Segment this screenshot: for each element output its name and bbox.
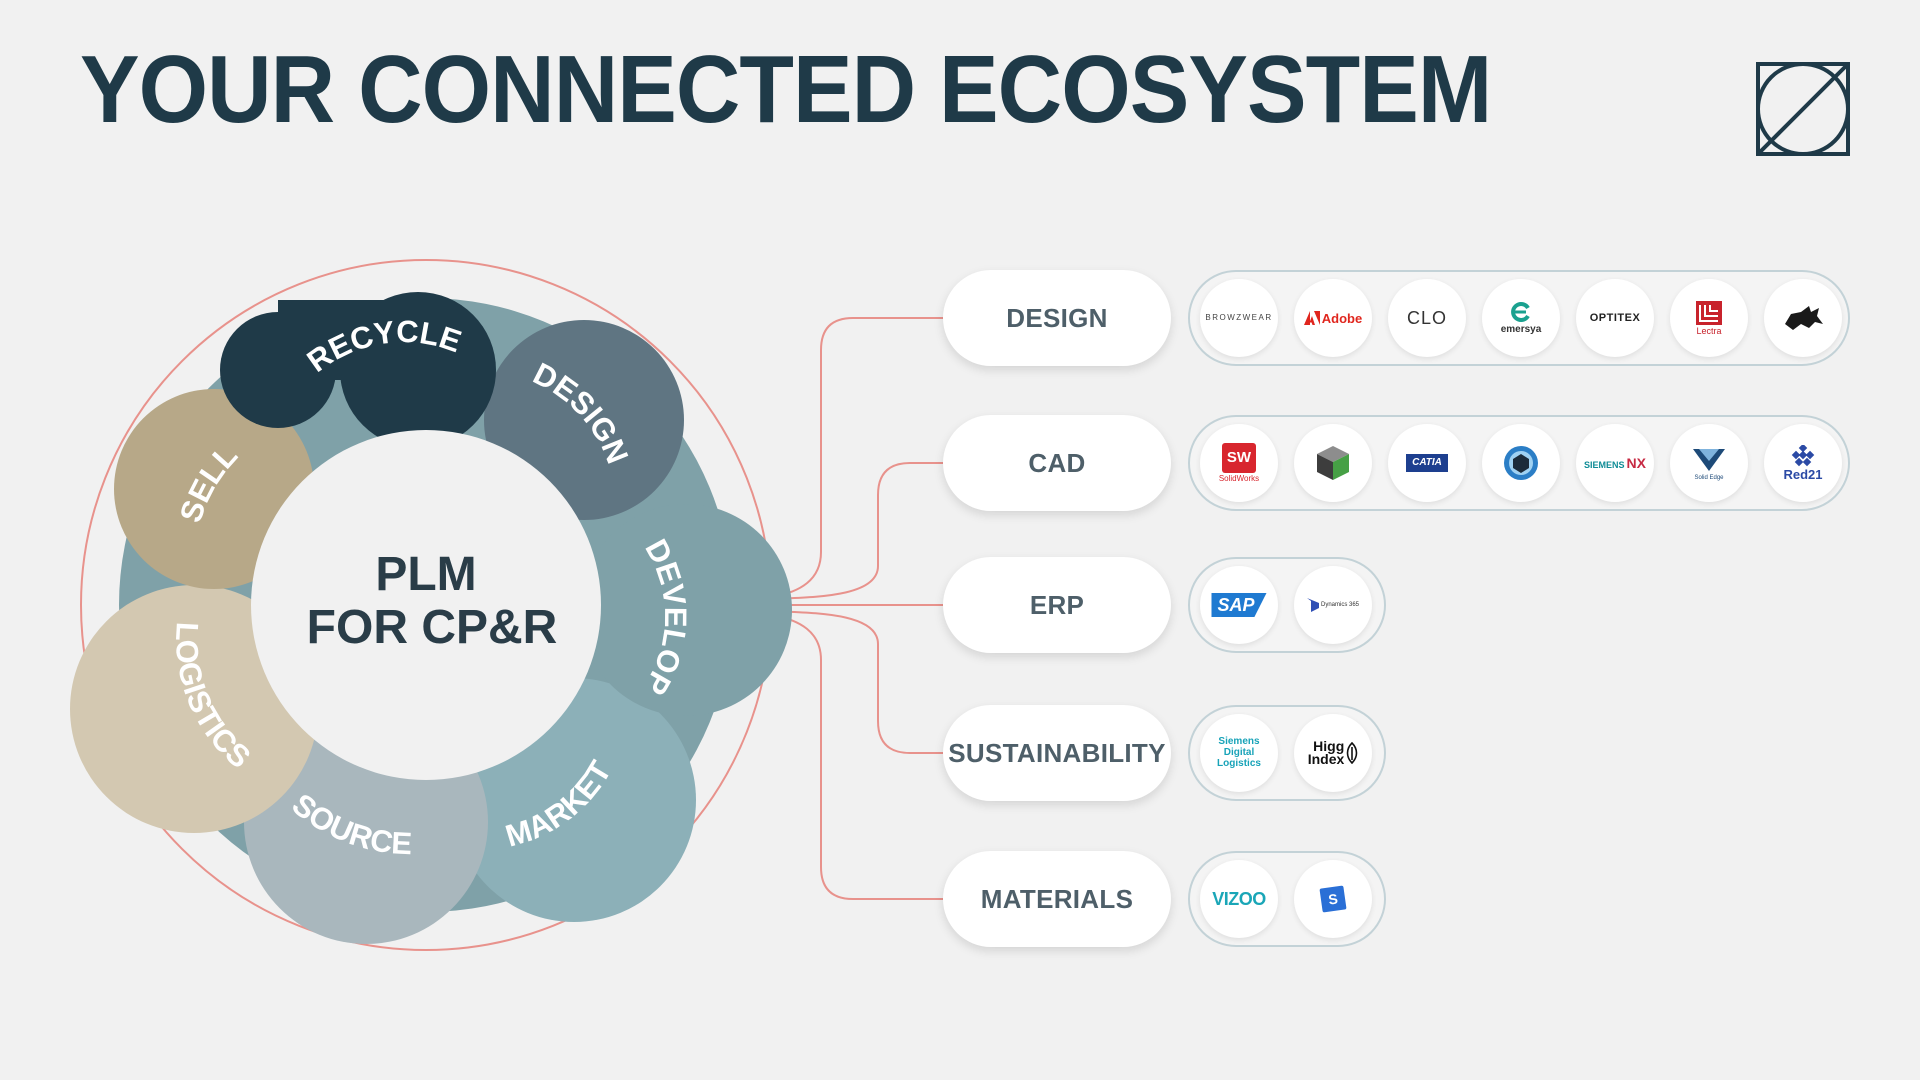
clo-logo-text: CLO bbox=[1406, 308, 1447, 328]
red21-logo[interactable]: Red21 bbox=[1764, 424, 1842, 502]
wheel-hub bbox=[251, 430, 601, 780]
segment-logistics bbox=[70, 585, 318, 833]
category-design[interactable]: DESIGN bbox=[943, 270, 1171, 366]
connector-sustainability bbox=[771, 610, 943, 754]
optitex-logo[interactable]: OPTITEX bbox=[1576, 279, 1654, 357]
lifecycle-wheel bbox=[70, 292, 792, 944]
red21-icon bbox=[1791, 445, 1815, 467]
connector-design bbox=[771, 317, 943, 598]
red21-logo-text: Red21 bbox=[1783, 467, 1823, 482]
segment-recycle-body bbox=[278, 300, 418, 380]
solidworks-logo[interactable]: SW SolidWorks bbox=[1200, 424, 1278, 502]
company-logo-icon bbox=[1756, 62, 1850, 156]
category-erp[interactable]: ERP bbox=[943, 557, 1171, 653]
higg-index-logo[interactable]: Higg Index bbox=[1294, 714, 1372, 792]
solid-edge-logo-text: Solid Edge bbox=[1694, 475, 1724, 481]
catia-logo-text: CATIA bbox=[1406, 454, 1448, 472]
lectra-icon bbox=[1696, 300, 1722, 325]
sap-logo[interactable]: SAP bbox=[1200, 566, 1278, 644]
vizoo-logo-text: VIZOO bbox=[1212, 889, 1266, 909]
solid-edge-icon bbox=[1693, 449, 1725, 471]
connector-lines bbox=[771, 317, 943, 900]
clo-logo[interactable]: CLO bbox=[1388, 279, 1466, 357]
keyshot-icon bbox=[1504, 446, 1538, 480]
center-title-line1: PLM bbox=[375, 548, 476, 601]
connector-cad bbox=[771, 462, 943, 600]
segment-develop-cap bbox=[580, 504, 792, 716]
category-cad[interactable]: CAD bbox=[943, 415, 1171, 511]
leaf-icon bbox=[1346, 742, 1358, 764]
category-materials[interactable]: MATERIALS bbox=[943, 851, 1171, 947]
category-sustainability[interactable]: SUSTAINABILITY bbox=[943, 705, 1171, 801]
adobe-logo[interactable]: Adobe bbox=[1294, 279, 1372, 357]
rhino-logo[interactable] bbox=[1764, 279, 1842, 357]
page-title: YOUR CONNECTED ECOSYSTEM bbox=[80, 36, 1492, 143]
optitex-logo-text: OPTITEX bbox=[1589, 311, 1641, 324]
solid-edge-logo[interactable]: Solid Edge bbox=[1670, 424, 1748, 502]
sdl-line-1: Siemens bbox=[1218, 736, 1260, 747]
s-stamp-logo-text: S bbox=[1319, 885, 1347, 913]
sdl-line-2: Digital bbox=[1223, 747, 1255, 758]
emersya-logo[interactable]: emersya bbox=[1482, 279, 1560, 357]
sap-logo-text: SAP bbox=[1211, 593, 1267, 617]
center-title-line2: FOR CP&R bbox=[307, 601, 558, 654]
siemens-logo-text: SIEMENS bbox=[1584, 460, 1625, 470]
browzwear-logo-text: BROWZWEAR bbox=[1205, 313, 1273, 322]
cube-icon bbox=[1317, 446, 1349, 480]
siemens-nx-logo[interactable]: SIEMENS NX bbox=[1576, 424, 1654, 502]
solidworks-logo-text: SolidWorks bbox=[1218, 474, 1260, 483]
emersya-logo-text: emersya bbox=[1500, 324, 1542, 335]
dynamics-logo-text: Dynamics 365 bbox=[1320, 602, 1359, 608]
s-stamp-logo[interactable]: S bbox=[1294, 860, 1372, 938]
nx-logo-text: NX bbox=[1626, 455, 1646, 471]
emersya-icon bbox=[1511, 302, 1530, 322]
connector-materials bbox=[771, 614, 943, 900]
cube-3d-logo[interactable] bbox=[1294, 424, 1372, 502]
adobe-logo-text: Adobe bbox=[1321, 310, 1363, 326]
solidworks-icon: SW bbox=[1222, 443, 1256, 473]
sdl-line-3: Logistics bbox=[1217, 758, 1261, 769]
dynamics-365-logo[interactable]: Dynamics 365 bbox=[1294, 566, 1372, 644]
adobe-icon bbox=[1303, 311, 1320, 325]
lectra-logo[interactable]: Lectra bbox=[1670, 279, 1748, 357]
siemens-digital-logistics-logo[interactable]: Siemens Digital Logistics bbox=[1200, 714, 1278, 792]
higg-line-2: Index bbox=[1307, 751, 1345, 767]
rhino-icon bbox=[1785, 306, 1823, 330]
browzwear-logo[interactable]: BROWZWEAR bbox=[1200, 279, 1278, 357]
vizoo-logo[interactable]: VIZOO bbox=[1200, 860, 1278, 938]
lectra-logo-text: Lectra bbox=[1696, 325, 1722, 336]
keyshot-logo[interactable] bbox=[1482, 424, 1560, 502]
catia-logo[interactable]: CATIA bbox=[1388, 424, 1466, 502]
higg-line-1: Higg bbox=[1313, 738, 1345, 755]
dynamics-icon bbox=[1306, 598, 1319, 612]
